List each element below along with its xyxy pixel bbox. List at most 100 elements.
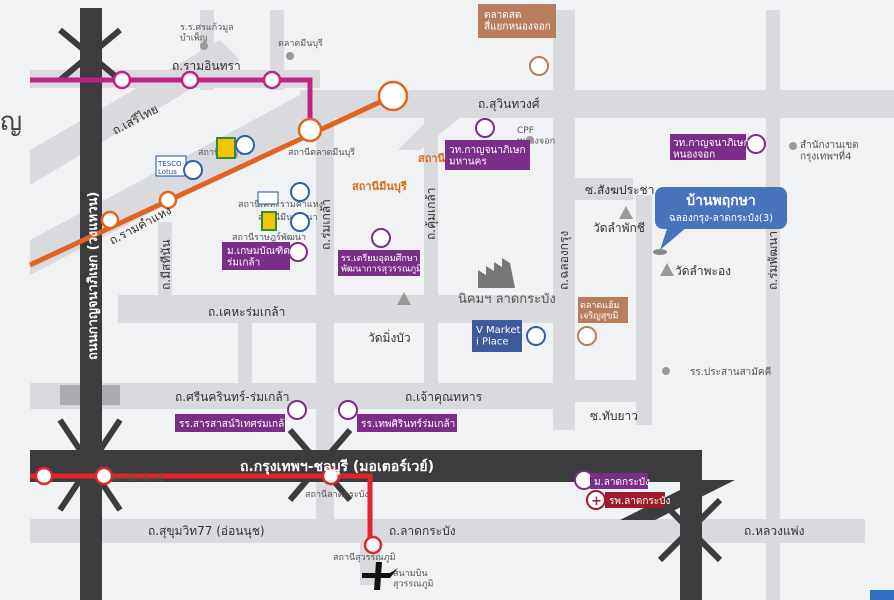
road-soi-sangprachar <box>558 178 633 200</box>
road-romklao <box>316 110 334 520</box>
education-pin-icon[interactable] <box>475 118 495 138</box>
label-station-hua-takhe: สถานีหัวตะเข้ <box>110 473 163 484</box>
education-pin-icon[interactable] <box>338 400 358 420</box>
red-station-icon[interactable] <box>34 466 54 486</box>
road-north-2 <box>270 10 284 90</box>
education-pin-icon[interactable] <box>746 134 766 154</box>
label-boxes: ตลาดสดสี่แยกหนองจอก วท.กาญจนาภิเษกมหานคร… <box>175 4 750 508</box>
label-station-latkrabang: สถานีลาดกระบัง <box>305 489 369 500</box>
text-talat-charoensuk: ตลาดแฮ้มเจริญสุขมิ <box>580 300 620 321</box>
text-college-nongchok: วท.กาญจนาภิเษกหนองจอก <box>673 138 750 161</box>
label-station-suvarnabhumi: สถานีสุวรรณภูมิ <box>333 552 396 563</box>
box-univ-latkrabang <box>590 473 648 489</box>
text-univ-latkrabang: ม.ลาดกระบัง <box>594 477 650 488</box>
cross-icon: + <box>591 494 602 509</box>
label-kanchanaphisek: ถนนกาญจนาภิเษก (วงแหวน) <box>86 192 101 360</box>
text-school-satit: รร.สารสาสน์วิเทศร่มเกล้า <box>179 418 290 430</box>
label-station-t3: สถานีมีนพัฒนา <box>258 212 318 223</box>
text-kasem: ม.เกษมบัณฑิตร่มเกล้า <box>227 246 290 269</box>
label-khumklao: ถ.คุ้มเกล้า <box>424 188 439 240</box>
label-wat-sangkha: วัดลำพักชี <box>593 221 645 235</box>
text-hospital: รพ.ลาดกระบัง <box>609 496 671 507</box>
callout-tail <box>660 226 688 250</box>
label-romphatthana: ถ.ร่มพัฒนา <box>766 231 780 290</box>
road-soi-side <box>636 195 652 425</box>
minor-roads <box>30 10 894 600</box>
red-station-icon[interactable] <box>321 466 341 486</box>
shopping-pin-icon[interactable] <box>183 160 203 180</box>
red-station-icon[interactable] <box>363 535 383 555</box>
pink-station-icon[interactable] <box>112 70 132 90</box>
label-district-office: สำนักงานเขตกรุงเทพฯที่4 <box>800 140 859 163</box>
road-mistinan <box>158 222 172 302</box>
shop-logo-2 <box>261 211 277 231</box>
factory-icon <box>478 258 515 288</box>
temple-icon <box>619 206 633 219</box>
education-pin-icon[interactable] <box>371 228 391 248</box>
market-dot-icon <box>286 52 294 60</box>
text-school-srinakarin: รร.เทพศิรินทร์ร่มเกล้า <box>361 418 455 430</box>
education-pin-icon[interactable] <box>288 242 308 262</box>
temple-icon <box>660 263 674 276</box>
label-station-minburi-market: สถานีตลาดมีนบุรี <box>288 147 355 158</box>
interchange-marks <box>57 27 723 563</box>
orange-station-icon[interactable] <box>100 210 120 230</box>
orange-station-icon[interactable] <box>158 190 178 210</box>
box-talat-nongchok <box>478 4 556 38</box>
shopping-pin-icon[interactable] <box>290 212 310 232</box>
shopping-pin-icon[interactable] <box>290 182 310 202</box>
label-soi-hubyao: ซ.ทับยาว <box>590 409 638 423</box>
red-station-icon[interactable] <box>94 466 114 486</box>
road-connector <box>398 110 470 150</box>
box-school-triam <box>338 250 420 276</box>
label-suwinthawong: ถ.สุวินทวงศ์ <box>478 97 540 112</box>
text-talat-nongchok: ตลาดสดสี่แยกหนองจอก <box>484 10 551 33</box>
road-small-1 <box>238 310 252 390</box>
box-kasem <box>222 242 290 270</box>
label-soi-sangprachar: ซ.สังฆประชา <box>585 183 654 197</box>
orange-line <box>28 92 397 268</box>
education-pin-icon[interactable] <box>287 400 307 420</box>
bigc-logo <box>216 137 236 159</box>
label-kheha-romklao: ถ.เคหะร่มเกล้า <box>208 305 285 319</box>
label-station-t2: สถานีเคหะรามคำแหง <box>238 199 323 210</box>
shopping-pin-icon[interactable] <box>526 326 546 346</box>
pink-station-icon[interactable] <box>262 70 282 90</box>
box-vmarket <box>472 320 522 352</box>
pins: + <box>183 56 766 510</box>
airplane-icon <box>362 562 398 590</box>
road-soi-hubyao <box>558 380 638 402</box>
label-airport: สนามบินสุวรรณภูมิ <box>393 568 433 589</box>
orange-station-icon[interactable] <box>377 80 409 112</box>
market-pin-icon[interactable] <box>529 56 549 76</box>
box-college-nongchok <box>670 134 746 160</box>
label-talat-minburi: ตลาดมีนบุรี <box>278 38 323 49</box>
label-station-minburi: สถานีมีนบุรี <box>352 180 407 194</box>
label-pracha-samakkhi: รร.ประสานสามัคคี <box>690 366 771 378</box>
market-pin-icon[interactable] <box>577 326 597 346</box>
stations <box>34 70 409 590</box>
orange-station-icon[interactable] <box>297 117 323 143</box>
school-dot-icon <box>200 42 208 50</box>
label-sukhumvit77: ถ.สุขุมวิท77 (อ่อนนุช) <box>148 524 265 539</box>
label-chalongkrung: ถ.ฉลองกรุง <box>557 231 572 290</box>
temple-icon <box>397 292 411 305</box>
callout-box[interactable] <box>655 187 787 229</box>
pink-station-icon[interactable] <box>180 70 200 90</box>
project-callout[interactable]: บ้านพฤกษา ฉลองกรุง-ลาดกระบัง(3) <box>653 187 787 255</box>
box-hospital <box>605 492 665 508</box>
road-kheha-romklao <box>118 295 558 323</box>
label-mistinan: ถ.มีสทีนัน <box>159 239 173 290</box>
corner-accent <box>870 590 894 600</box>
shopping-pin-icon[interactable] <box>235 135 255 155</box>
label-motorway: ถ.กรุงเทพฯ-ชลบุรี (มอเตอร์เวย์) <box>240 458 434 475</box>
text-school-triam: รร.เตรียมอุดมศึกษาพัฒนาการสุวรรณภูมิ <box>341 253 422 274</box>
box-talat-charoensuk <box>578 297 628 323</box>
shop-logo <box>257 191 279 205</box>
text-college-kanchana: วท.กาญจนาภิเษกมหานคร <box>449 145 526 168</box>
